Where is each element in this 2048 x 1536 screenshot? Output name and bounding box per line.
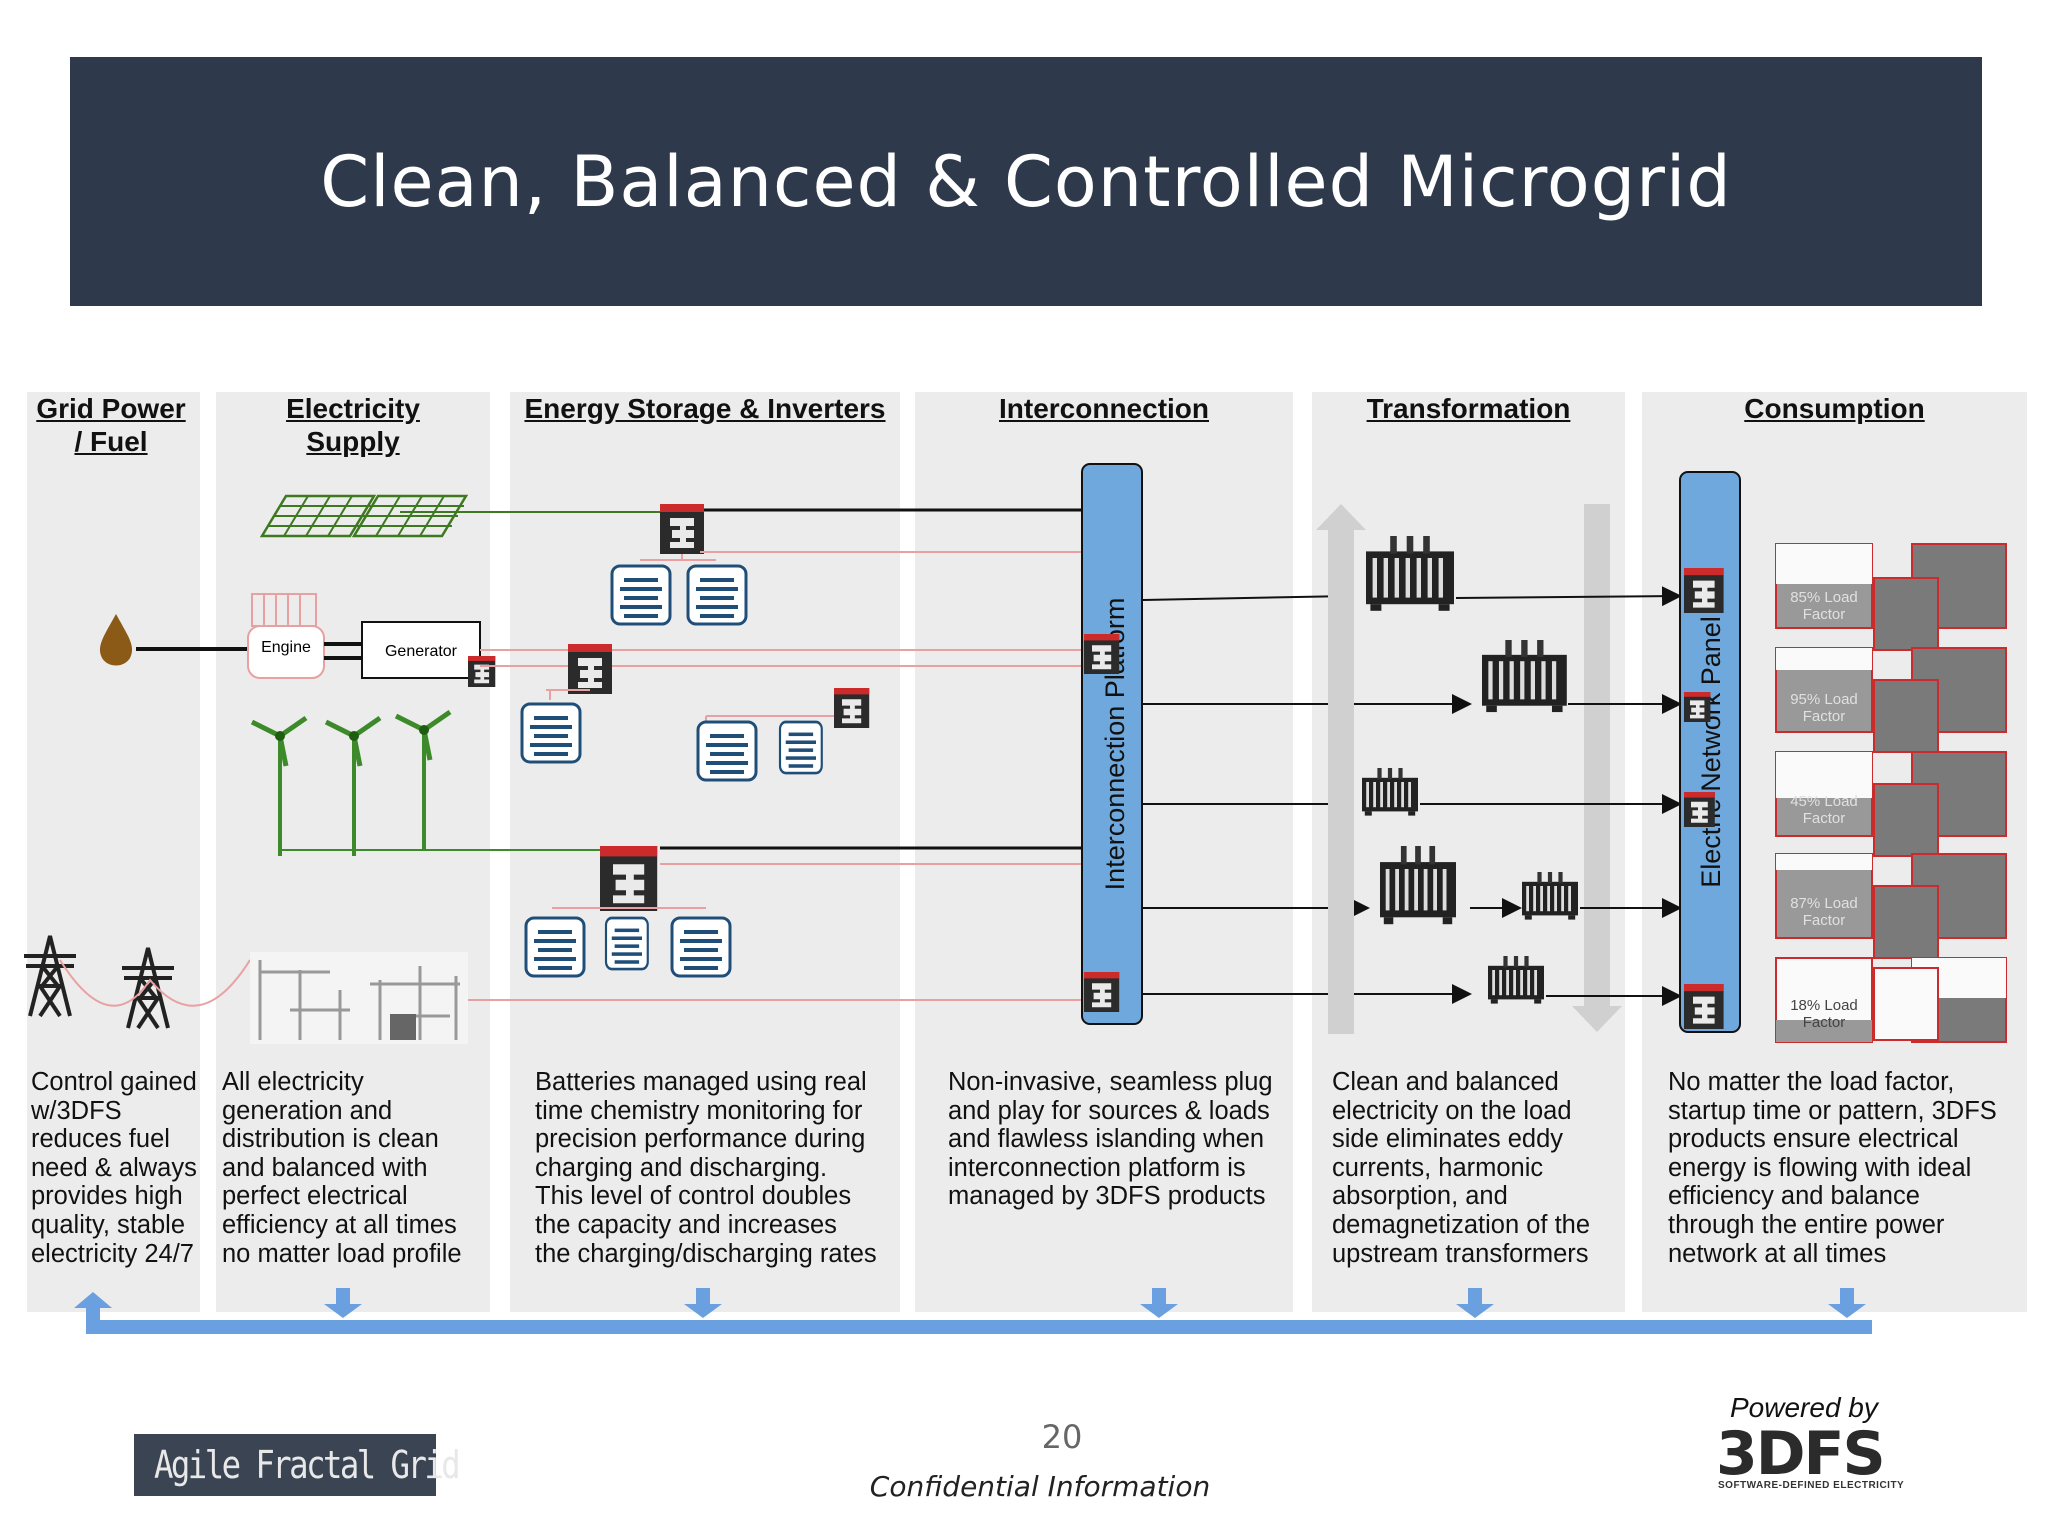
module-3dfs-icon: [660, 504, 704, 554]
agile-fractal-grid-text: Agile Fractal Grid: [154, 1443, 461, 1487]
module-3dfs-icon: [1684, 984, 1724, 1029]
module-3dfs-icon: [1084, 972, 1120, 1012]
electric-network-panel-label: Electric Network Panel: [1696, 616, 1726, 888]
up-arrow-shaft: [1328, 530, 1354, 1034]
down-arrow-icon: [1140, 1304, 1178, 1318]
powered-by-label: Powered by: [1730, 1392, 1878, 1423]
column-transformation: [1312, 392, 1625, 1312]
engine-label: Engine: [261, 639, 311, 656]
substation-icon: [250, 952, 468, 1044]
down-arrow-icon: [1456, 1304, 1494, 1318]
load-block: [1775, 543, 2007, 651]
column-energy-storage: [510, 392, 900, 1312]
description-consumption: No matter the load factor, startup time …: [1668, 1068, 1997, 1268]
module-3dfs-icon: [1684, 568, 1724, 613]
load-block: [1775, 853, 2007, 959]
heading-grid-power: Grid Power / Fuel: [36, 393, 186, 457]
module-3dfs-icon: [1684, 692, 1711, 722]
page-number: 20: [1041, 1418, 1083, 1456]
oil-drop-icon: [99, 614, 133, 666]
battery-icon: [778, 720, 824, 775]
column-grid-power: [27, 392, 200, 1312]
module-3dfs-icon: [600, 846, 658, 911]
wind-turbine-icon: [326, 718, 380, 856]
generator-label: Generator: [385, 643, 458, 660]
down-arrow-shaft: [1584, 504, 1610, 1006]
heading-electricity-supply: Electricity Supply: [286, 393, 420, 457]
heading-consumption: Consumption: [1744, 393, 1925, 424]
description-electricity-supply: All electricity generation and distribut…: [222, 1068, 462, 1268]
agile-fractal-grid-logo: Agile Fractal Grid: [134, 1434, 461, 1496]
heading-energy-storage: Energy Storage & Inverters: [524, 393, 886, 424]
description-interconnection: Non-invasive, seamless plug and play for…: [948, 1068, 1273, 1211]
up-arrow-icon: [74, 1292, 112, 1308]
solar-panel-icon: [259, 494, 469, 538]
load-block: [1775, 751, 2007, 857]
title-bar: Clean, Balanced & Controlled Microgrid: [70, 57, 1982, 306]
module-3dfs-icon: [1084, 634, 1120, 674]
module-3dfs-icon: [468, 656, 496, 687]
description-energy-storage: Batteries managed using real time chemis…: [535, 1068, 877, 1268]
3dfs-logo: 3DFS: [1716, 1419, 1886, 1489]
down-arrow-icon: [324, 1304, 362, 1318]
transformer-icon: [1522, 872, 1578, 920]
up-arrow-icon: [1316, 504, 1366, 530]
heading-interconnection: Interconnection: [998, 393, 1209, 424]
heading-transformation: Transformation: [1366, 393, 1571, 424]
description-transformation: Clean and balanced electricity on the lo…: [1332, 1068, 1591, 1268]
load-block: [1775, 957, 2007, 1043]
battery-icon: [696, 720, 758, 782]
battery-icon: [524, 916, 586, 978]
transformer-icon: [1380, 846, 1456, 925]
battery-icon: [520, 702, 582, 764]
down-arrow-icon: [1572, 1006, 1622, 1032]
load-block: [1775, 647, 2007, 753]
module-3dfs-icon: [1684, 792, 1715, 827]
down-arrow-icon: [684, 1304, 722, 1318]
transformer-icon: [1362, 768, 1418, 816]
interconnection-platform-bar: [1081, 463, 1143, 1025]
battery-icon: [604, 916, 650, 971]
3dfs-tagline: SOFTWARE-DEFINED ELECTRICITY: [1718, 1480, 1905, 1491]
module-3dfs-icon: [834, 688, 870, 728]
power-tower-icon: [120, 946, 176, 1030]
description-grid-power: Control gained w/3DFS reduces fuel need …: [31, 1068, 197, 1268]
module-3dfs-icon: [568, 644, 612, 694]
power-tower-icon: [22, 934, 78, 1018]
confidential-label: Confidential Information: [869, 1470, 1211, 1503]
transformer-icon: [1482, 640, 1567, 713]
wind-turbine-icon: [396, 712, 450, 850]
feedback-loop: [74, 1288, 1872, 1334]
battery-icon: [670, 916, 732, 978]
engine-icon: [247, 593, 325, 679]
transformer-icon: [1488, 956, 1544, 1004]
transformer-icon: [1366, 536, 1454, 611]
wind-turbine-icon: [252, 718, 306, 856]
slide-title: Clean, Balanced & Controlled Microgrid: [320, 140, 1732, 223]
down-arrow-icon: [1828, 1304, 1866, 1318]
battery-icon: [610, 564, 672, 626]
generator-box: [361, 621, 481, 679]
battery-icon: [686, 564, 748, 626]
load-block-group: [1775, 543, 2007, 1043]
